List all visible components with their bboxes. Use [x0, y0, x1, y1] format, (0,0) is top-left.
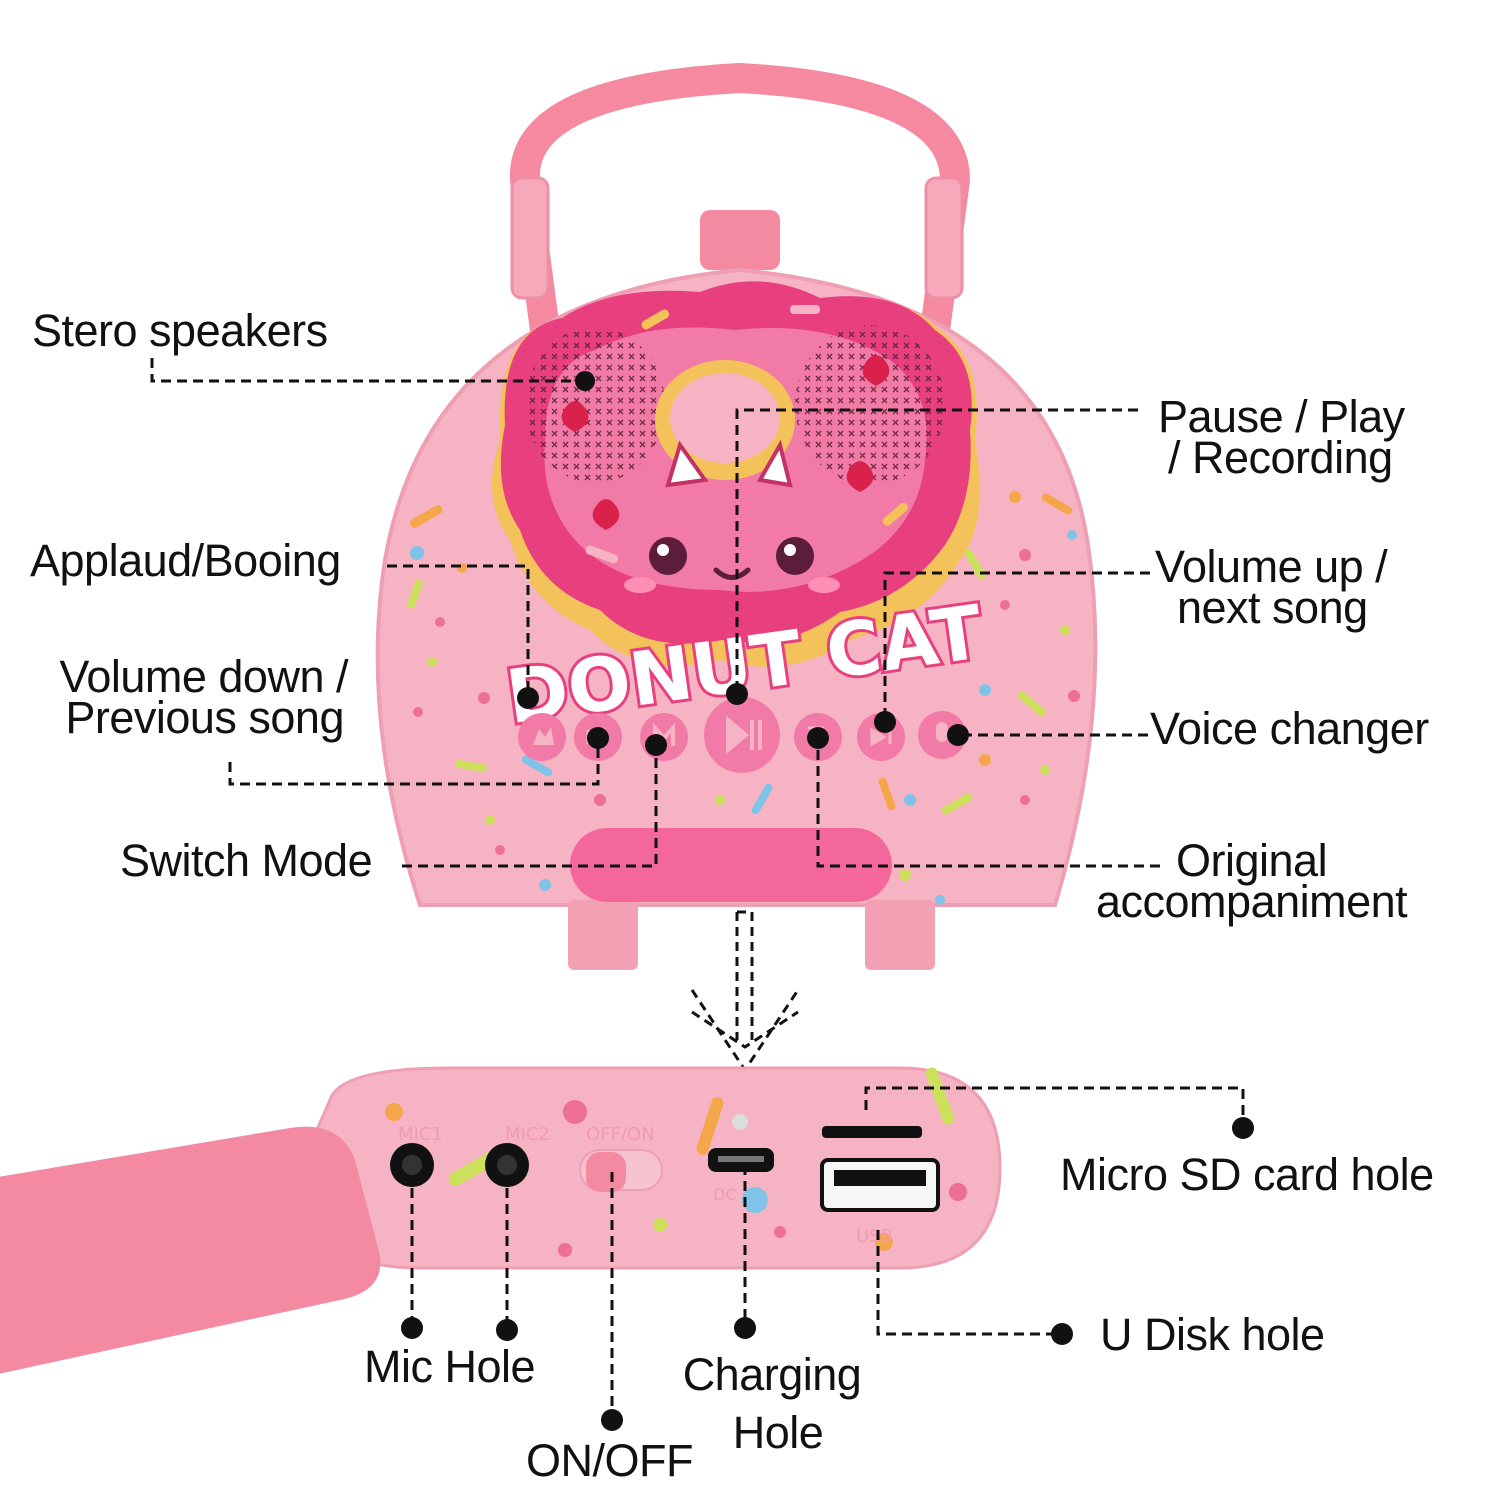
label-volume-down: Volume down / Previous song — [20, 651, 348, 743]
label-applaud-booing: Applaud/Booing — [30, 535, 341, 586]
leader-dots — [401, 371, 1254, 1431]
power-switch-knob — [586, 1152, 626, 1192]
leader-stereo — [150, 358, 585, 383]
print-mic1: MIC1 — [398, 1124, 443, 1145]
label-pause-play-line1: Pause / Play — [1158, 391, 1405, 442]
voice-changer-button — [918, 711, 966, 759]
indicator-led — [732, 1114, 748, 1130]
applause-icon — [533, 727, 554, 745]
label-voice-changer: Voice changer — [1150, 703, 1429, 754]
leader-switch — [402, 745, 658, 868]
next-icon — [870, 727, 892, 747]
play-pause-icon — [726, 715, 762, 755]
label-volume-up-line2: next song — [1177, 582, 1368, 633]
label-pause-play: Pause / Play / Recording — [1150, 391, 1430, 483]
handle-strap — [0, 1126, 381, 1374]
label-switch-mode: Switch Mode — [120, 835, 373, 886]
leader-original — [816, 740, 1160, 868]
leader-microsd — [864, 1086, 1245, 1128]
sprinkles — [407, 491, 1080, 905]
label-on-off: ON/OFF — [526, 1435, 693, 1486]
carry-handle — [509, 63, 970, 332]
label-mic-hole: Mic Hole — [364, 1341, 536, 1392]
leader-volup — [883, 571, 1150, 722]
leader-applaud — [387, 564, 530, 698]
label-pause-play-line2: / Recording — [1168, 432, 1393, 483]
print-off-on: OFF/ON — [586, 1124, 655, 1145]
print-dc: DC — [713, 1185, 737, 1204]
label-original-accompaniment: Original accompaniment — [1096, 835, 1456, 927]
sd-card-slot — [822, 1126, 922, 1138]
label-stereo-speakers: Stero speakers — [32, 305, 328, 356]
play-pause-button — [704, 697, 780, 773]
label-volume-up-line1: Volume up / — [1155, 541, 1388, 592]
label-charging-hole: Charging Hole — [672, 1346, 872, 1462]
label-volume-down-line2: Previous song — [65, 692, 344, 743]
label-original-line2: accompaniment — [1096, 876, 1408, 927]
front-slot — [570, 828, 892, 902]
leader-udisk — [876, 1230, 1062, 1336]
label-volume-down-line1: Volume down / — [59, 651, 348, 702]
label-u-disk: U Disk hole — [1100, 1309, 1325, 1360]
voice-changer-icon — [936, 722, 948, 742]
print-mic2: MIC2 — [505, 1124, 550, 1145]
leader-lines — [150, 358, 1245, 1420]
label-charging-line1: Charging — [682, 1349, 862, 1400]
label-volume-up: Volume up / next song — [1155, 541, 1455, 633]
label-original-line1: Original — [1176, 835, 1328, 886]
applause-button — [518, 713, 566, 761]
chevron-down-arrow — [690, 910, 800, 1073]
mode-button — [640, 713, 688, 761]
label-micro-sd: Micro SD card hole — [1060, 1149, 1434, 1200]
print-usb: USB — [856, 1226, 893, 1247]
leader-pause — [735, 408, 1138, 694]
label-charging-line2: Hole — [732, 1407, 824, 1458]
bottom-panel: MIC1 MIC2 OFF/ON DC USB — [0, 1066, 1002, 1374]
